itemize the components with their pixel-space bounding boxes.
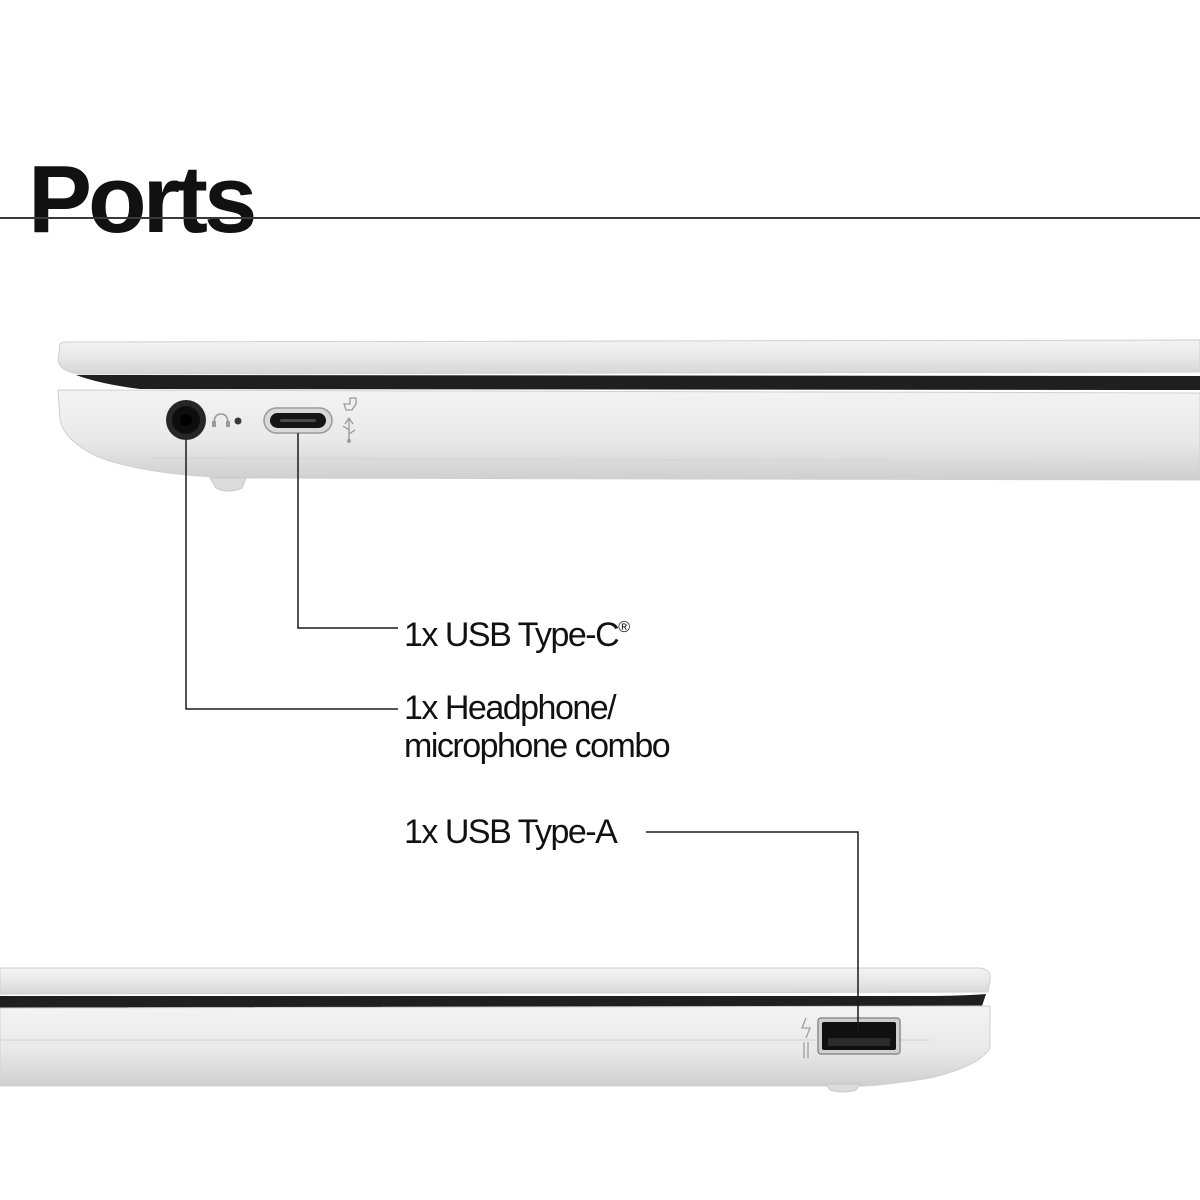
usb-a-label: 1x USB Type-A <box>404 813 618 851</box>
headphone-leader-line <box>185 440 398 710</box>
headphone-label-line1: 1x Headphone/ <box>404 689 617 727</box>
headphone-label-line2: microphone combo <box>404 727 671 765</box>
headphone-label: 1x Headphone/ microphone combo <box>404 689 671 765</box>
usb-c-port-icon <box>263 407 333 434</box>
usb-c-label-text: 1x USB Type-C <box>404 616 620 654</box>
laptop-right-side <box>0 967 991 1093</box>
usb-c-leader-line <box>297 433 398 629</box>
usb-a-port-icon <box>817 1017 901 1055</box>
superspeed-icon <box>801 1017 811 1058</box>
usb-a-leader-line <box>646 831 859 1030</box>
power-delivery-icon <box>343 397 357 411</box>
laptop-left-side <box>57 339 1200 492</box>
usb-symbol-icon <box>342 417 356 443</box>
status-led-icon <box>234 417 242 425</box>
page-title: Ports <box>28 146 257 254</box>
usb-c-label: 1x USB Type-C® <box>404 609 630 654</box>
headset-glyph-icon <box>212 413 230 427</box>
registered-mark: ® <box>618 619 630 636</box>
headphone-jack-icon <box>166 400 206 440</box>
title-divider <box>0 217 1200 219</box>
